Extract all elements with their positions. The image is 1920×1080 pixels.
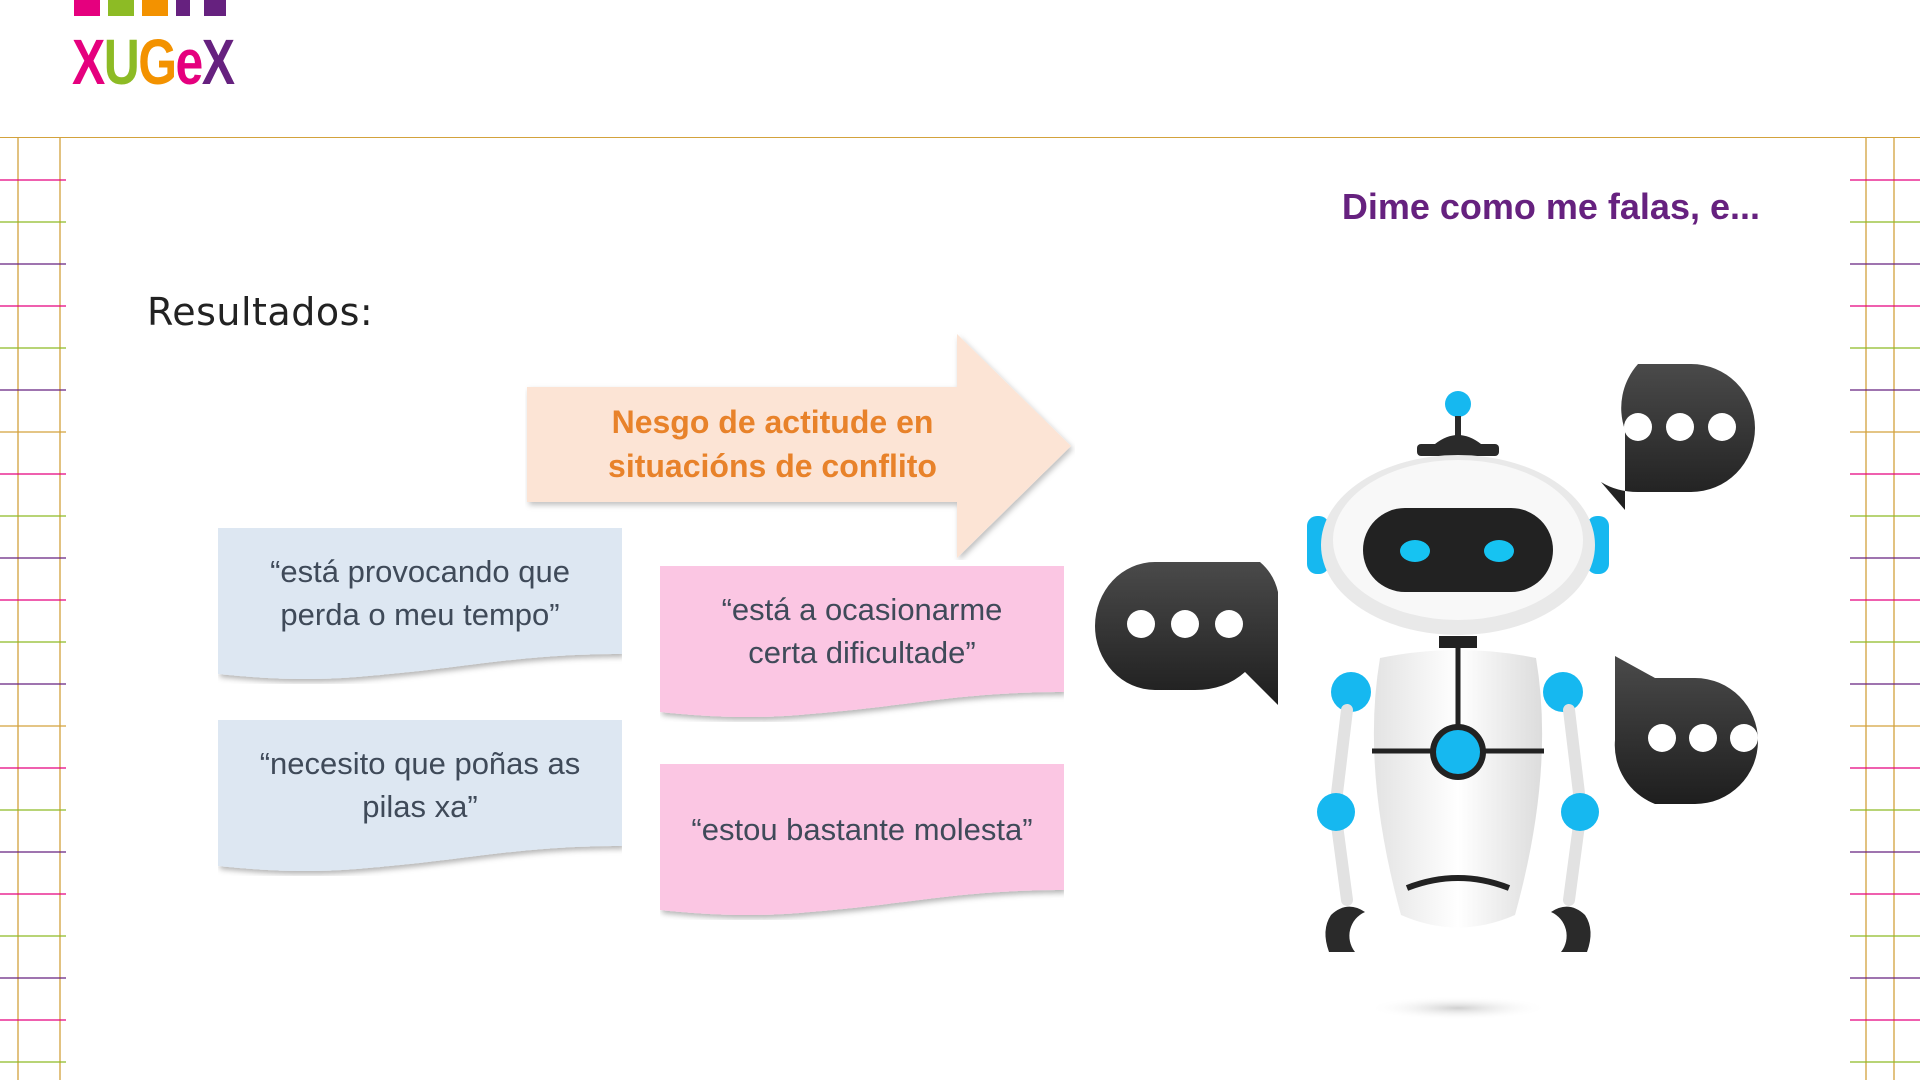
quote-note: “está a ocasionarme certa dificultade”: [660, 566, 1064, 722]
quote-line: pilas xa”: [362, 789, 478, 824]
note-shape: [660, 764, 1064, 916]
slide-title: Dime como me falas, e...: [1341, 186, 1760, 227]
quote-line: “está a ocasionarme: [721, 592, 1003, 627]
quote-note: “estou bastante molesta”: [660, 764, 1064, 920]
quote-line: “está provocando que: [270, 554, 570, 589]
quote-line: “estou bastante molesta”: [691, 812, 1033, 847]
header-divider: [0, 137, 1920, 138]
note-shape: [218, 528, 622, 680]
robot-with-speech-bubbles-icon: [1095, 364, 1758, 1020]
note-shape: [218, 720, 622, 872]
quote-note: “necesito que poñas as pilas xa”: [218, 720, 622, 876]
arrow-label-line1: Nesgo de actitude en: [611, 404, 934, 440]
arrow-shape: [527, 334, 1071, 558]
section-label: Resultados:: [147, 290, 374, 334]
quote-line: “necesito que poñas as: [259, 746, 581, 781]
logo-color-bars: [74, 0, 226, 16]
speech-bubble-top-right: [1601, 364, 1755, 510]
arrow-label-line2: situacións de conflito: [608, 448, 937, 484]
decorative-grid-left: [0, 138, 66, 1080]
speech-bubble-left: [1095, 562, 1278, 705]
logo: XUGeX: [72, 26, 235, 98]
quote-line: certa dificultade”: [748, 635, 976, 670]
quote-line: perda o meu tempo”: [280, 597, 560, 632]
quote-note: “está provocando que perda o meu tempo”: [218, 528, 622, 684]
arrow-label: Nesgo de actitude en situacións de confl…: [525, 400, 1020, 488]
speech-bubble-bottom-right: [1614, 656, 1758, 804]
note-shape: [660, 566, 1064, 718]
decorative-grid-right: [1850, 138, 1920, 1080]
